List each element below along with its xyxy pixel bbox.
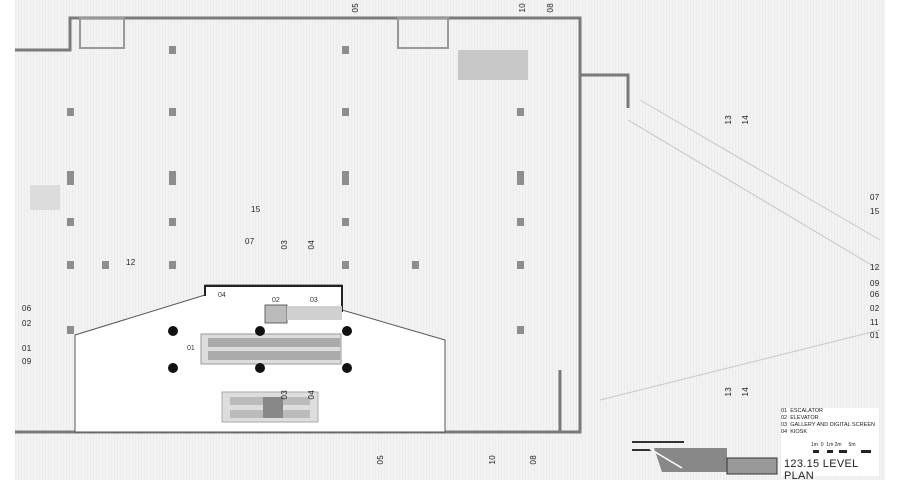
section-marker-09-left: 09 — [22, 357, 32, 366]
section-marker-02-right: 02 — [870, 304, 880, 313]
column — [67, 108, 74, 116]
scale-bar-segment — [827, 450, 833, 453]
columns — [67, 46, 524, 334]
round-column — [342, 326, 352, 336]
legend-item: 02 ELEVATOR — [781, 415, 819, 421]
legend-item: 01 ESCALATOR — [781, 408, 823, 414]
column — [517, 261, 524, 269]
column — [412, 261, 419, 269]
column — [342, 171, 349, 185]
section-marker-04-interior: 04 — [307, 240, 316, 250]
section-marker-08-bottom: 08 — [529, 455, 538, 465]
section-marker-15-right: 15 — [870, 207, 880, 216]
section-marker-04-lower: 04 — [307, 390, 316, 400]
round-column — [168, 363, 178, 373]
section-marker-10-bottom: 10 — [488, 455, 497, 465]
section-marker-07-interior: 07 — [245, 237, 255, 246]
room-tag-escalator: 01 — [187, 345, 195, 352]
column — [342, 46, 349, 54]
section-marker-10-top: 10 — [518, 3, 527, 13]
column — [169, 108, 176, 116]
round-column — [255, 326, 265, 336]
gallery — [287, 306, 342, 320]
section-marker-13-top: 13 — [724, 115, 733, 125]
section-marker-01-right: 01 — [870, 331, 880, 340]
room-tag-gallery: 03 — [310, 297, 318, 304]
room-tag-kiosk: 04 — [218, 292, 226, 299]
column — [67, 171, 74, 185]
scale-bar-segment — [813, 450, 819, 453]
section-marker-06-left: 06 — [22, 304, 32, 313]
column — [517, 326, 524, 334]
section-diagram — [632, 441, 778, 475]
column — [67, 326, 74, 334]
section-marker-02-left: 02 — [22, 319, 32, 328]
section-marker-07-right: 07 — [870, 193, 880, 202]
plan-title: 123.15 LEVEL PLAN — [784, 458, 859, 482]
column — [67, 261, 74, 269]
column — [517, 171, 524, 185]
scale-bar-labels: 1m 0 1m 2m 5m — [811, 442, 856, 448]
section-marker-14-top: 14 — [741, 115, 750, 125]
scale-bar-segment — [861, 450, 871, 453]
column — [342, 218, 349, 226]
round-column — [168, 326, 178, 336]
legend-item: 03 GALLERY AND DIGITAL SCREEN — [781, 422, 875, 428]
section-marker-14-bottom: 14 — [741, 387, 750, 397]
section-marker-12-right: 12 — [870, 263, 880, 272]
section-marker-06-right: 06 — [870, 290, 880, 299]
legend-item: 04 KIOSK — [781, 429, 807, 435]
column — [169, 261, 176, 269]
wall-segments — [30, 17, 528, 210]
atrium-wall — [204, 285, 343, 312]
diagonal-ramp — [599, 99, 881, 401]
column — [169, 46, 176, 54]
elevator — [264, 304, 288, 324]
column — [517, 218, 524, 226]
column — [342, 108, 349, 116]
section-marker-11-right: 11 — [870, 318, 879, 327]
section-marker-12-interior: 12 — [126, 258, 136, 267]
column — [67, 218, 74, 226]
round-columns — [168, 326, 352, 373]
column — [517, 108, 524, 116]
scale-bar-segment — [839, 450, 847, 453]
column — [102, 261, 109, 269]
walls — [15, 16, 630, 434]
section-marker-01-left: 01 — [22, 344, 32, 353]
section-marker-13-bottom: 13 — [724, 387, 733, 397]
section-marker-03-lower: 03 — [280, 390, 289, 400]
column — [342, 261, 349, 269]
column — [169, 218, 176, 226]
escalator-upper — [200, 333, 342, 365]
round-column — [255, 363, 265, 373]
section-marker-05-top: 05 — [351, 3, 360, 13]
section-marker-05-bottom: 05 — [376, 455, 385, 465]
section-marker-03-interior: 03 — [280, 240, 289, 250]
room-tag-elevator: 02 — [272, 297, 280, 304]
section-marker-15-interior: 15 — [251, 205, 261, 214]
round-column — [342, 363, 352, 373]
escalator-lower — [221, 391, 319, 423]
column — [169, 171, 176, 185]
section-marker-09-right: 09 — [870, 279, 880, 288]
legend: 01 ESCALATOR 02 ELEVATOR 03 GALLERY AND … — [781, 408, 879, 482]
section-marker-08-top: 08 — [546, 3, 555, 13]
